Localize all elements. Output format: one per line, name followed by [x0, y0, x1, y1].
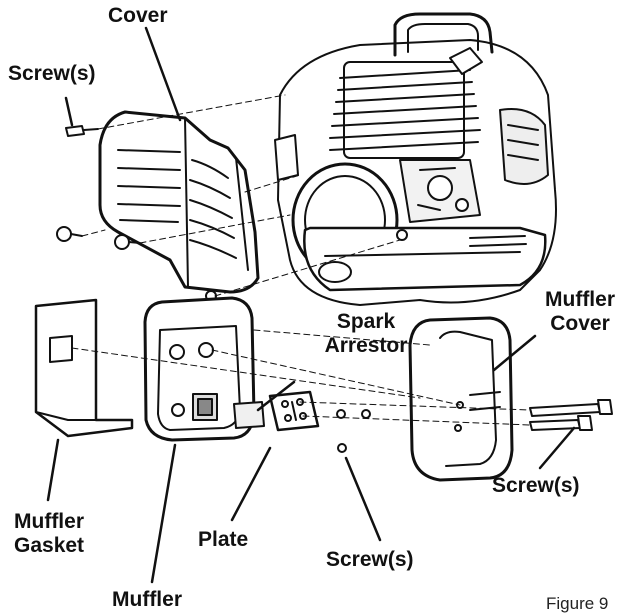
- spark-arrestor-part: [233, 401, 265, 429]
- plate-label: Plate: [198, 528, 249, 551]
- cover-part: [56, 110, 260, 302]
- muffler-cover-screws: [529, 399, 613, 431]
- muffler-gasket-label: Muffler Gasket: [14, 510, 84, 558]
- muffler-cover-label-line1: Muffler: [545, 288, 615, 311]
- muffler-cover-label-line2: Cover: [550, 312, 610, 335]
- muffler-gasket-part: [34, 298, 134, 438]
- muffler-gasket-label-line2: Gasket: [14, 534, 85, 557]
- spark-arrestor-label: Spark Arrestor: [318, 310, 414, 358]
- muffler-cover-label: Muffler Cover: [538, 288, 622, 336]
- muffler-gasket-label-line1: Muffler: [14, 510, 84, 533]
- spark-arrestor-label-line1: Spark: [336, 310, 396, 333]
- alignment-lines-top: [81, 94, 401, 297]
- muffler-label: Muffler: [112, 588, 182, 611]
- spark-arrestor-label-line2: Arrestor: [324, 334, 408, 357]
- engine-illustration: [274, 12, 557, 306]
- figure-caption: Figure 9: [546, 594, 609, 613]
- plate-screws: [336, 409, 371, 453]
- muffler-part: [143, 296, 256, 442]
- muffler-cover-part: [408, 316, 514, 482]
- plate-part: [268, 390, 320, 432]
- screws-bottom-label: Screw(s): [326, 548, 414, 571]
- top-screw: [65, 125, 99, 137]
- leader-lines: [46, 26, 576, 584]
- screws-right-label: Screw(s): [492, 474, 580, 497]
- screws-top-label: Screw(s): [8, 62, 96, 85]
- alignment-lines-bottom: [71, 329, 531, 426]
- cover-label: Cover: [108, 4, 168, 27]
